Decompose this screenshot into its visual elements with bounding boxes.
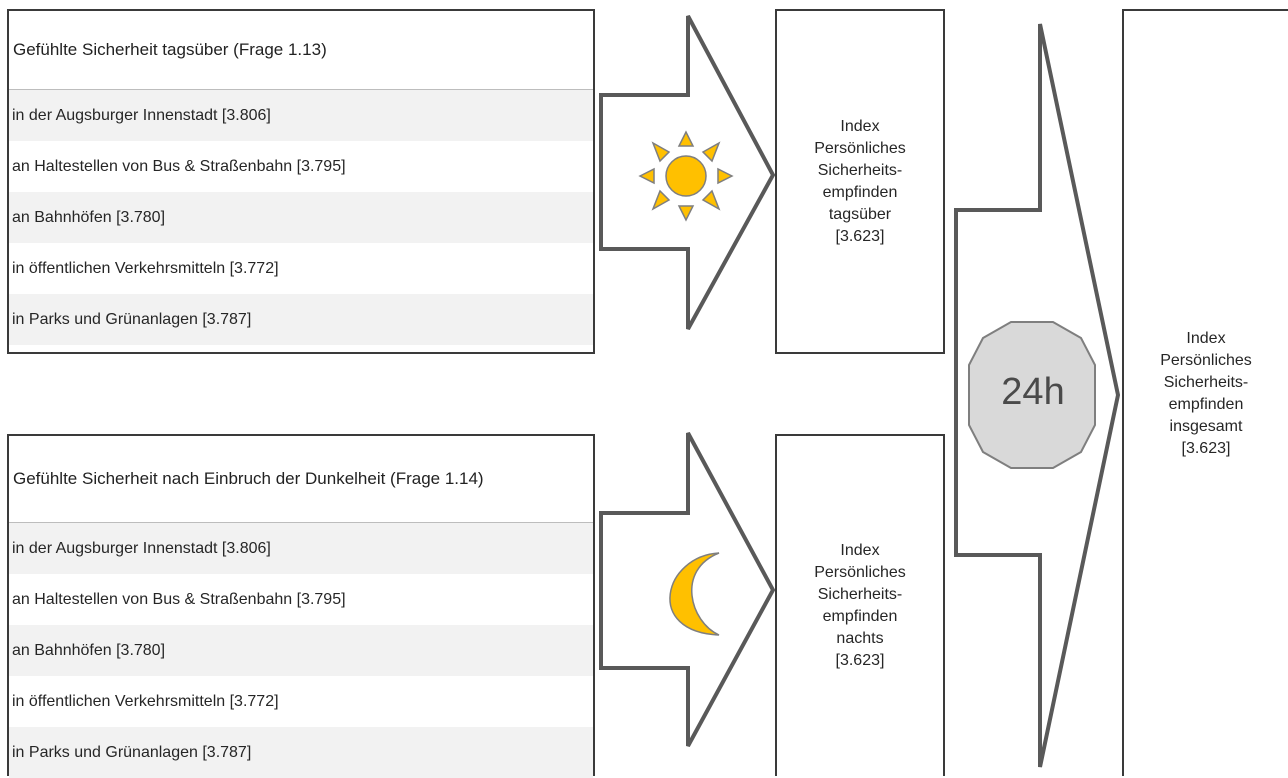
night-index-box: Index Persönliches Sicherheits- empfinde… — [775, 434, 945, 776]
day-row-parks: in Parks und Grünanlagen [3.787] — [9, 294, 593, 345]
sun-icon — [638, 130, 734, 222]
day-safety-table: Gefühlte Sicherheit tagsüber (Frage 1.13… — [7, 9, 595, 354]
night-row-bahnhoefe: an Bahnhöfen [3.780] — [9, 625, 593, 676]
octagon-24h — [968, 321, 1096, 469]
night-row-parks: in Parks und Grünanlagen [3.787] — [9, 727, 593, 778]
moon-icon — [669, 552, 720, 636]
day-index-box: Index Persönliches Sicherheits- empfinde… — [775, 9, 945, 354]
night-row-innenstadt: in der Augsburger Innenstadt [3.806] — [9, 523, 593, 574]
day-index-label: Index Persönliches Sicherheits- empfinde… — [814, 117, 906, 245]
night-table-header: Gefühlte Sicherheit nach Einbruch der Du… — [9, 436, 593, 523]
night-row-verkehrsmittel: in öffentlichen Verkehrsmitteln [3.772] — [12, 692, 279, 710]
night-row-haltestellen: an Haltestellen von Bus & Straßenbahn [3… — [12, 590, 346, 608]
day-row-haltestellen: an Haltestellen von Bus & Straßenbahn [3… — [12, 157, 346, 175]
total-index-box: Index Persönliches Sicherheits- empfinde… — [1122, 9, 1288, 776]
day-row-bahnhoefe: an Bahnhöfen [3.780] — [9, 192, 593, 243]
day-row-verkehrsmittel: in öffentlichen Verkehrsmitteln [3.772] — [12, 259, 279, 277]
octagon-24h-label: 24h — [1001, 370, 1065, 413]
night-safety-table: Gefühlte Sicherheit nach Einbruch der Du… — [7, 434, 595, 778]
day-table-header: Gefühlte Sicherheit tagsüber (Frage 1.13… — [9, 11, 593, 90]
day-row-innenstadt: in der Augsburger Innenstadt [3.806] — [9, 90, 593, 141]
night-index-label: Index Persönliches Sicherheits- empfinde… — [814, 542, 906, 669]
total-index-label: Index Persönliches Sicherheits- empfinde… — [1160, 329, 1252, 457]
